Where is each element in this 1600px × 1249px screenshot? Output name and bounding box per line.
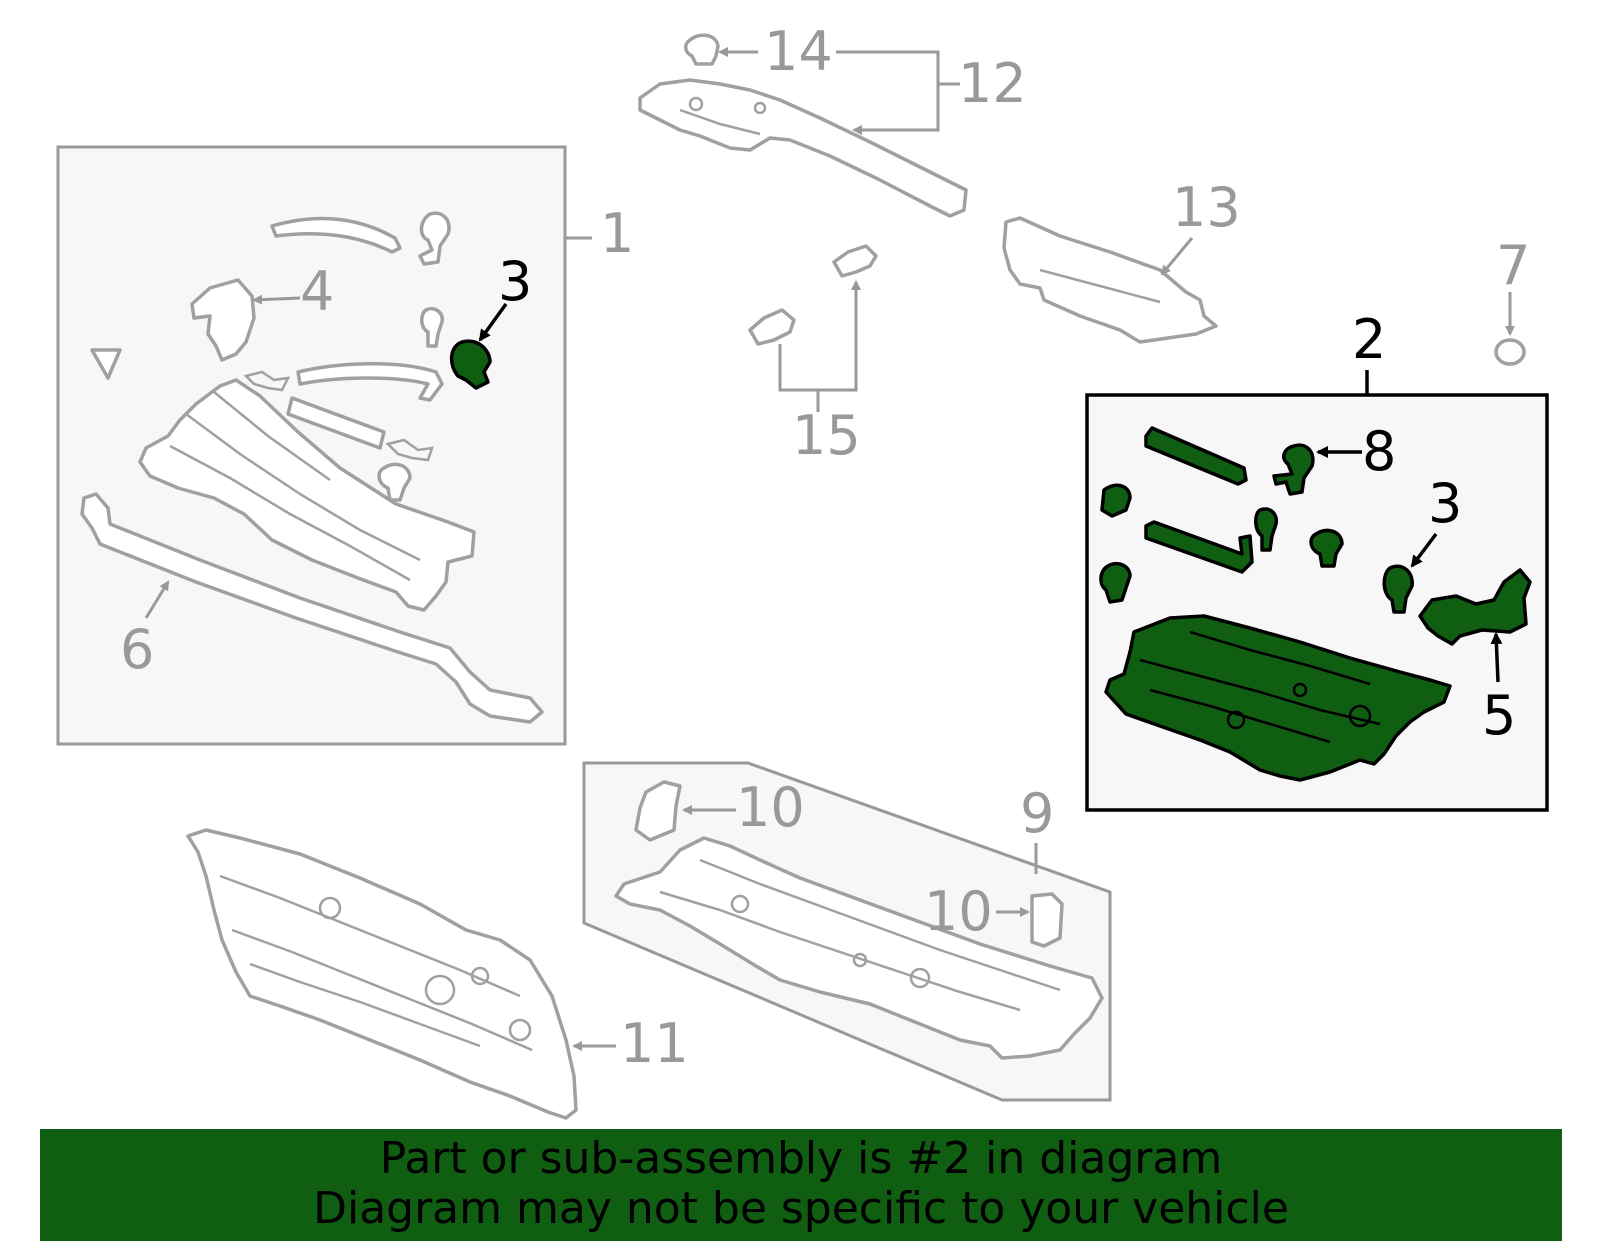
knob-icon [377, 462, 412, 502]
callout-1: 1 [600, 202, 634, 265]
assembly-box-9 [582, 761, 1112, 1102]
green-push-clip-icon [1099, 561, 1132, 604]
green-clip-8-icon [1272, 443, 1315, 496]
bracket-10-icon [634, 780, 682, 842]
grommet-icon [90, 348, 122, 380]
callout-3-left: 3 [498, 250, 532, 313]
seal-strip-icon [80, 492, 544, 724]
info-banner: Part or sub-assembly is #2 in diagram Di… [40, 1129, 1562, 1241]
hose-icon [296, 362, 444, 402]
banner-line-1: Part or sub-assembly is #2 in diagram [379, 1133, 1223, 1184]
wire-clip-2-icon [385, 438, 434, 462]
push-clip-2-icon [748, 308, 796, 346]
bracket-10b-icon [1030, 892, 1064, 948]
green-clip-3-icon [1382, 564, 1414, 614]
assembly-box-2 [1085, 370, 1549, 812]
callout-5: 5 [1482, 684, 1516, 747]
callout-12: 12 [958, 52, 1027, 115]
callout-10-bottom: 10 [924, 880, 993, 943]
push-clip-icon [832, 244, 878, 278]
cowl-top-icon [138, 378, 476, 612]
callout-14: 14 [764, 20, 833, 83]
cowl-bar-icon [638, 78, 968, 218]
part-13-panel-icon [1002, 216, 1218, 344]
banner-line-2: Diagram may not be specific to your vehi… [313, 1183, 1289, 1234]
part-3-clip-icon [449, 339, 492, 390]
callout-6: 6 [120, 618, 154, 681]
tube-icon [286, 396, 386, 450]
part-7-cap-icon [1494, 338, 1526, 366]
green-bracket-5-icon [1418, 568, 1532, 646]
green-drain-hose-icon [1144, 426, 1248, 486]
green-knob-icon [1309, 528, 1344, 568]
clip-icon [418, 211, 451, 266]
callout-11: 11 [620, 1012, 689, 1075]
callout-2: 2 [1352, 308, 1386, 371]
callout-15: 15 [792, 404, 861, 467]
green-hose-icon [1144, 520, 1254, 574]
dash-lower-icon [614, 836, 1104, 1060]
callout-10-top: 10 [736, 776, 805, 839]
callout-4: 4 [300, 260, 334, 323]
assembly-box-1 [56, 145, 592, 746]
green-small-clip-icon [1254, 507, 1279, 552]
drain-hose-icon [270, 216, 402, 254]
bracket-icon [190, 278, 256, 362]
part-11-bulkhead-icon [186, 828, 578, 1120]
callout-3-right: 3 [1428, 472, 1462, 535]
wire-clip-icon [243, 370, 291, 392]
callout-9: 9 [1020, 782, 1054, 845]
green-grommet-icon [1100, 483, 1132, 518]
cap-icon [684, 33, 720, 66]
cowl-bar-12 [638, 33, 968, 218]
small-clip-icon [420, 307, 444, 348]
callout-7: 7 [1496, 234, 1530, 297]
callout-8: 8 [1362, 420, 1396, 483]
callout-13: 13 [1172, 176, 1241, 239]
